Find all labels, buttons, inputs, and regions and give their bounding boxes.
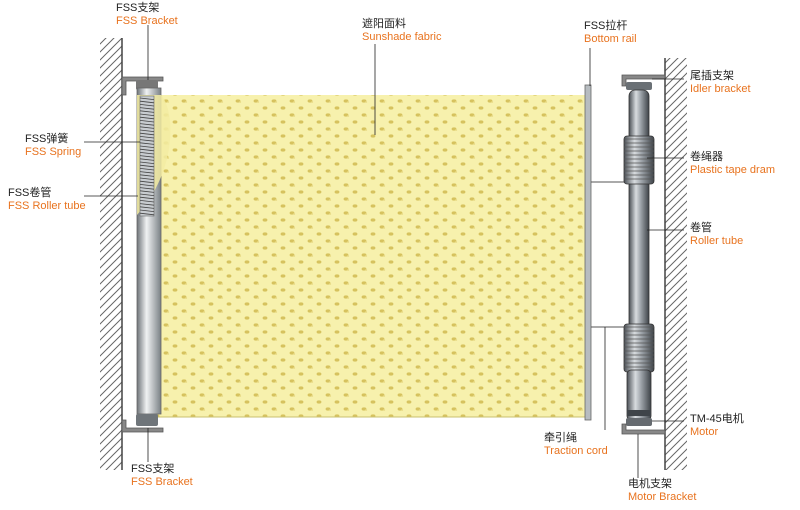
motor <box>626 369 652 421</box>
fss-bracket-bottom <box>121 414 164 433</box>
left-wall <box>100 38 123 470</box>
label-motor-bracket: 电机支架 Motor Bracket <box>628 478 697 503</box>
label-sunshade-fabric: 遮阳面料 Sunshade fabric <box>362 18 442 43</box>
label-bottom-rail: FSS拉杆 Bottom rail <box>584 20 637 45</box>
plastic-tape-drum-upper <box>623 135 655 185</box>
label-plastic-tape-drum: 卷绳器 Plastic tape dram <box>690 151 775 176</box>
motor-bracket <box>621 418 666 435</box>
label-traction-cord: 牵引绳 Traction cord <box>544 432 608 457</box>
bottom-rail <box>584 84 592 421</box>
plastic-tape-drum-lower <box>623 323 655 373</box>
label-idler-bracket: 尾插支架 Idler bracket <box>690 70 751 95</box>
label-fss-roller-tube: FSS卷管 FSS Roller tube <box>8 187 86 212</box>
label-fss-spring: FSS弹簧 FSS Spring <box>25 133 82 158</box>
fss-spring <box>139 95 155 217</box>
leader-lines <box>84 25 684 478</box>
label-fss-bracket-top: FSS支架 FSS Bracket <box>116 2 178 27</box>
fss-bracket-top <box>121 76 164 96</box>
label-roller-tube: 卷管 Roller tube <box>690 222 744 247</box>
sunshade-fabric <box>138 95 588 418</box>
traction-cords <box>591 181 628 328</box>
label-fss-bracket-bottom: FSS支架 FSS Bracket <box>131 463 193 488</box>
idler-bracket <box>621 74 666 90</box>
right-wall <box>664 58 687 470</box>
label-motor: TM-45电机 Motor <box>690 413 744 438</box>
